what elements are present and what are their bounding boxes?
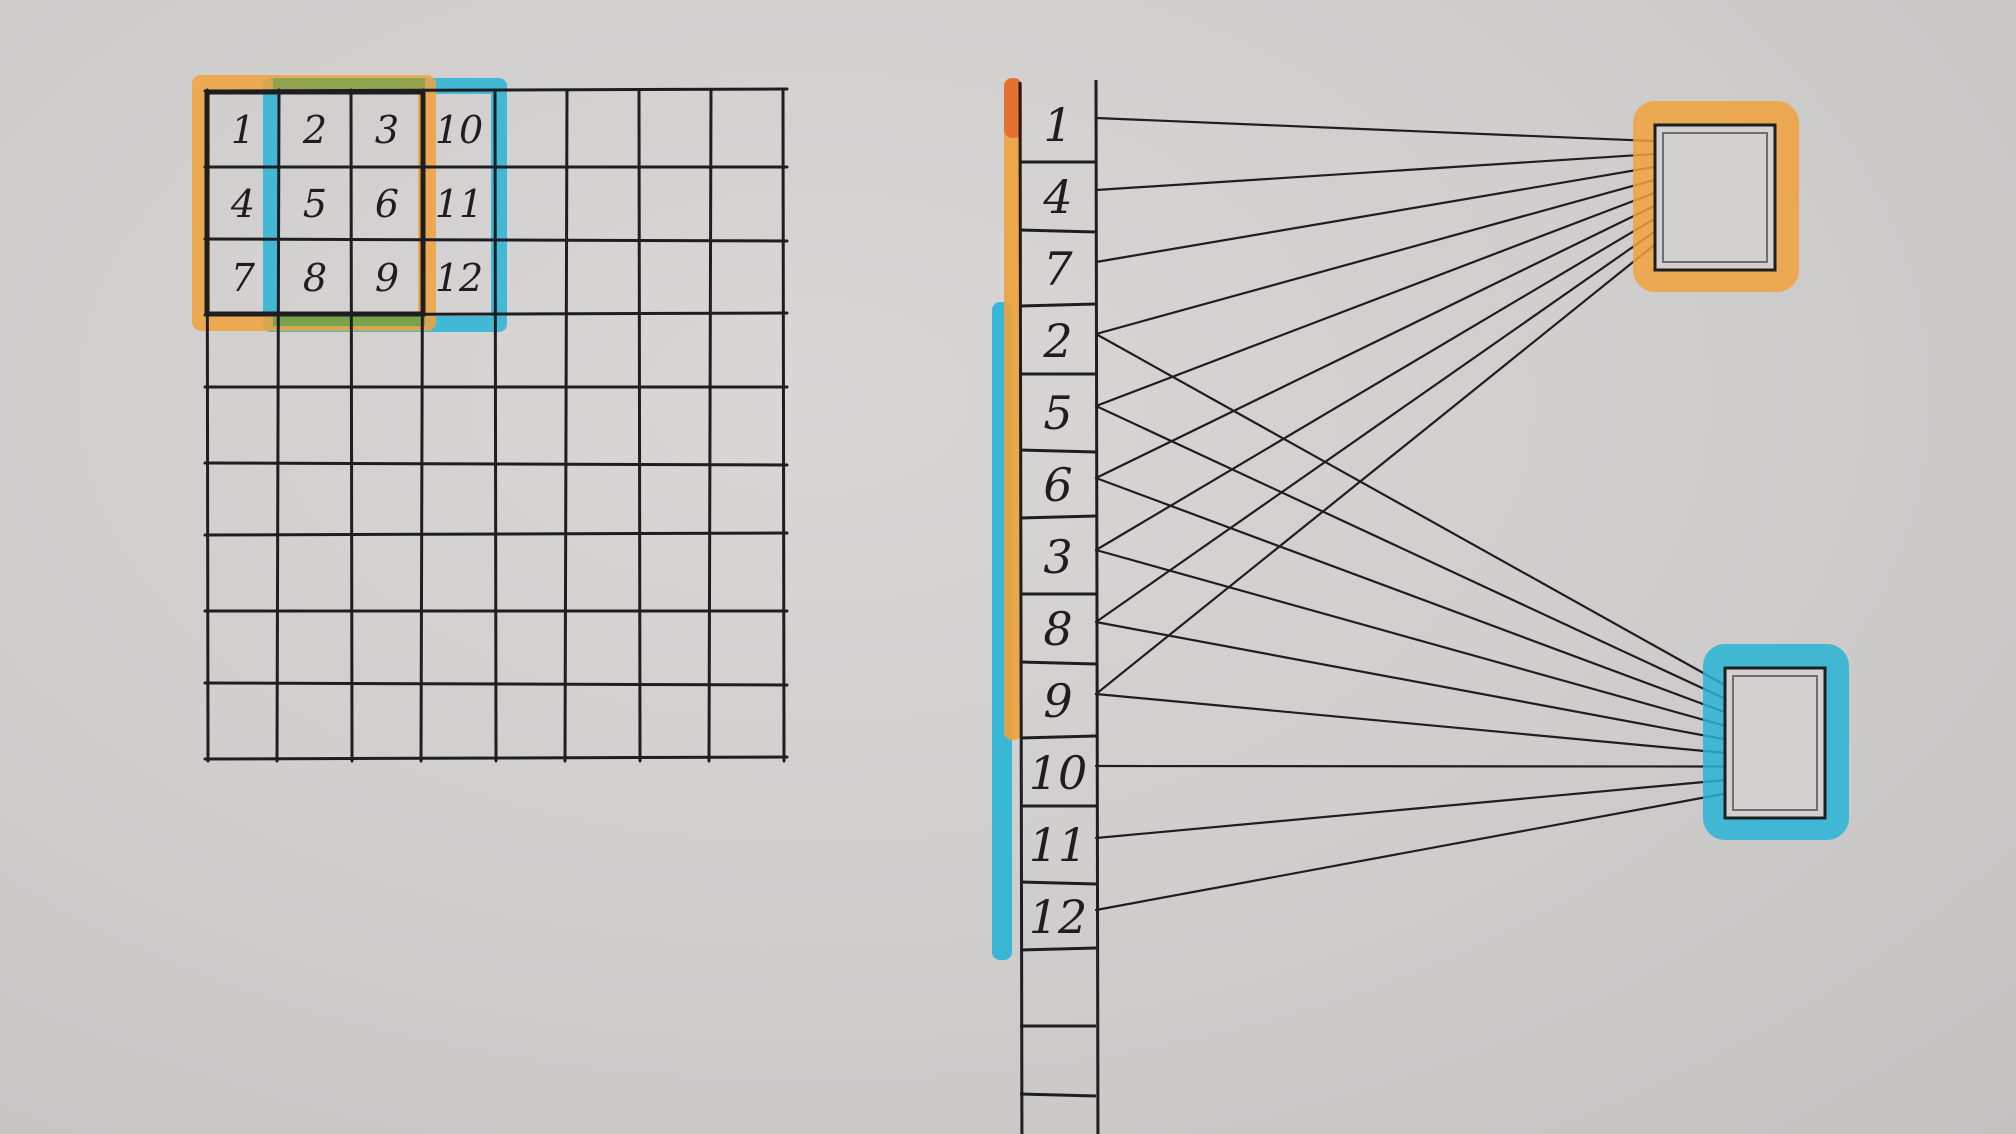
grid-cell-label: 9 <box>375 256 399 300</box>
connection-5-to-cyan-node <box>1094 404 1725 699</box>
grid-col-line <box>637 88 642 763</box>
grid-cell-label: 6 <box>375 182 399 226</box>
column-cell-label: 11 <box>1029 818 1088 872</box>
connection-6-to-orange-node <box>1094 205 1655 480</box>
column-orange-highlight <box>1004 78 1022 740</box>
column-cell-label: 6 <box>1043 458 1072 512</box>
orange-node-inner <box>1662 132 1768 263</box>
column-cell-divider <box>1019 448 1097 454</box>
connection-1-to-orange-node <box>1094 116 1655 143</box>
column-cell-label: 12 <box>1029 890 1088 944</box>
connection-10-to-cyan-node <box>1094 764 1725 768</box>
grid-col-line <box>563 88 569 763</box>
connection-lines <box>1094 116 1725 912</box>
grid-cell-label: 8 <box>303 256 327 300</box>
grid-cell-label: 7 <box>231 256 256 300</box>
column-cell-label: 7 <box>1043 242 1073 296</box>
column-cell-label: 2 <box>1042 314 1072 368</box>
grid-lines <box>203 87 789 763</box>
connection-9-to-cyan-node <box>1094 692 1725 754</box>
grid-cell-label: 5 <box>303 182 327 226</box>
grid-cell-label: 11 <box>435 182 483 226</box>
connection-8-to-orange-node <box>1094 231 1655 624</box>
column-cell-label: 5 <box>1043 386 1072 440</box>
column-cell-label: 8 <box>1043 602 1072 656</box>
grid-col-line <box>493 88 498 763</box>
column-cell-label: 1 <box>1043 98 1072 152</box>
grid-col-line <box>781 88 786 763</box>
cyan-node <box>1723 666 1827 820</box>
column-cell-label: 4 <box>1042 170 1072 224</box>
grid-col-line <box>419 88 425 763</box>
connection-3-to-cyan-node <box>1094 548 1725 727</box>
connection-4-to-orange-node <box>1094 153 1655 192</box>
grid-col-line <box>205 88 210 763</box>
column-cell-divider <box>1019 946 1097 952</box>
connection-2-to-cyan-node <box>1094 332 1725 686</box>
connection-8-to-cyan-node <box>1094 620 1725 741</box>
connection-2-to-orange-node <box>1094 179 1655 336</box>
column-cell-divider <box>1019 1092 1097 1098</box>
connection-11-to-cyan-node <box>1094 779 1725 840</box>
cyan-node-highlight <box>1703 644 1849 840</box>
connection-12-to-cyan-node <box>1094 792 1725 912</box>
grid-cell-label: 2 <box>302 108 327 152</box>
column-cell-label: 9 <box>1043 674 1072 728</box>
orange-node <box>1653 123 1777 272</box>
grid-col-line <box>275 88 281 763</box>
flattened-column: 1 4 7 2 5 6 3 8 9 10 11 12 <box>992 78 1100 1134</box>
column-cell-divider <box>1019 514 1097 520</box>
connection-7-to-orange-node <box>1094 166 1655 264</box>
column-cell-label: 3 <box>1043 530 1072 584</box>
grid-cell-label: 4 <box>230 182 255 226</box>
column-cell-divider <box>1019 734 1097 740</box>
grid-cell-label: 3 <box>375 108 399 152</box>
output-nodes <box>1633 101 1849 840</box>
column-highlights <box>992 78 1022 960</box>
column-cell-label: 10 <box>1029 746 1088 800</box>
grid-cell-label: 10 <box>435 108 483 152</box>
grid-cell-label: 1 <box>231 108 255 152</box>
connection-6-to-cyan-node <box>1094 476 1725 713</box>
orange-node-highlight <box>1633 101 1799 292</box>
grid-col-line <box>707 88 713 763</box>
connection-9-to-orange-node <box>1094 244 1655 696</box>
cyan-node-inner <box>1732 675 1818 811</box>
connection-5-to-orange-node <box>1094 192 1655 408</box>
grid-col-line <box>349 88 354 763</box>
column-cell-divider <box>1019 660 1097 666</box>
grid-cell-label: 12 <box>435 256 483 300</box>
column-cell-divider <box>1019 228 1097 234</box>
column-cell-divider <box>1019 880 1097 886</box>
column-labels: 1 4 7 2 5 6 3 8 9 10 11 12 <box>1029 98 1088 944</box>
connection-3-to-orange-node <box>1094 218 1655 552</box>
column-right-edge <box>1094 79 1100 1134</box>
receptive-field-highlights <box>192 75 507 332</box>
column-top-mark <box>1004 78 1022 138</box>
column-cell-divider <box>1019 302 1097 308</box>
column-lines <box>1018 79 1100 1134</box>
column-left-edge <box>1018 81 1024 1134</box>
overlap-highlight-top <box>273 78 425 90</box>
